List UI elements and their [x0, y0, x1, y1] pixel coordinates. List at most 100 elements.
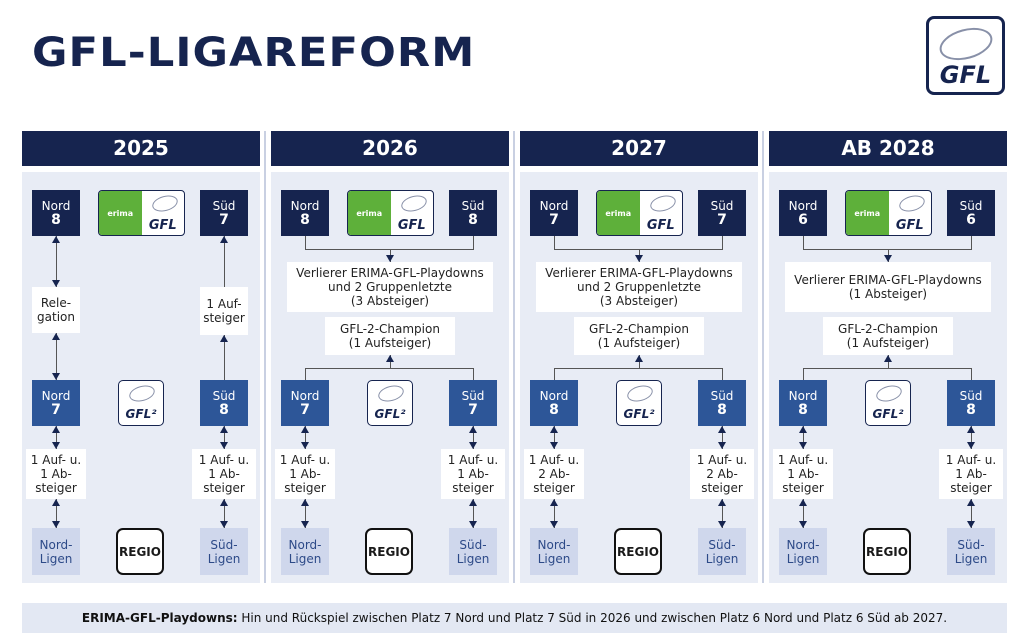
nord-ligen-box-text: Nord- Ligen: [39, 537, 73, 566]
footer-note: ERIMA-GFL-Playdowns: Hin und Rückspiel z…: [22, 603, 1007, 633]
connector-line: [803, 249, 972, 250]
team-count: 7: [51, 402, 61, 418]
connector-line: [554, 499, 555, 528]
exchange-box-nord-text: 1 Auf- u. 1 Ab- steiger: [30, 453, 82, 495]
connector-line: [305, 499, 306, 528]
erima-logo: erima: [597, 191, 640, 235]
relegation-info-box-text: Verlierer ERIMA-GFL-Playdowns und 2 Grup…: [296, 266, 484, 308]
promotion-box-text: 1 Auf- steiger: [203, 297, 245, 325]
regio-box-text: REGIO: [368, 544, 410, 559]
season-header: 2027: [520, 131, 758, 166]
regio-box: REGIO: [365, 528, 413, 575]
regio-box: REGIO: [116, 528, 164, 575]
arrow-down-icon: [967, 442, 975, 449]
gfl2-logo: GFL²: [616, 380, 662, 426]
connector-line: [56, 499, 57, 528]
team-label: Süd: [710, 199, 734, 213]
arrow-down-icon: [52, 280, 60, 287]
nord-ligen-box-text: Nord- Ligen: [537, 537, 571, 566]
arrow-up-icon: [718, 426, 726, 433]
exchange-box-nord-text: 1 Auf- u. 2 Ab- steiger: [528, 453, 580, 495]
connector-line: [971, 499, 972, 528]
connector-line: [473, 236, 474, 249]
arrow-down-icon: [799, 521, 807, 528]
team-count: 8: [966, 402, 976, 418]
relegation-info-box: Verlierer ERIMA-GFL-Playdowns und 2 Grup…: [536, 262, 742, 312]
regio-box-text: REGIO: [866, 544, 908, 559]
column-divider: [513, 131, 515, 583]
team-count: 7: [468, 402, 478, 418]
connector-line: [473, 426, 474, 449]
arrow-down-icon: [884, 255, 892, 262]
connector-line: [473, 499, 474, 528]
arrow-down-icon: [52, 521, 60, 528]
connector-line: [554, 236, 555, 249]
gfl-logo: GFL: [926, 16, 1005, 95]
connector-line: [554, 426, 555, 449]
season-header: AB 2028: [769, 131, 1007, 166]
team-count: 8: [219, 402, 229, 418]
nord-ligen-box: Nord- Ligen: [32, 528, 80, 575]
team-count: 7: [300, 402, 310, 418]
erima-logo: erima: [348, 191, 391, 235]
regio-box: REGIO: [614, 528, 662, 575]
arrow-down-icon: [550, 521, 558, 528]
page-title: GFL-LIGAREFORM: [32, 30, 476, 76]
connector-line: [722, 499, 723, 528]
arrow-down-icon: [469, 442, 477, 449]
sued-ligen-box-text: Süd- Ligen: [207, 537, 241, 566]
relegation-info-box: Verlierer ERIMA-GFL-Playdowns (1 Absteig…: [785, 262, 991, 312]
gfl2-logo: GFL²: [367, 380, 413, 426]
team-label: Nord: [788, 199, 818, 213]
arrow-up-icon: [799, 426, 807, 433]
connector-line: [305, 368, 474, 369]
arrow-up-icon: [799, 499, 807, 506]
arrow-up-icon: [220, 335, 228, 342]
arrow-down-icon: [469, 521, 477, 528]
nord-ligen-box-text: Nord- Ligen: [288, 537, 322, 566]
exchange-box-nord: 1 Auf- u. 1 Ab- steiger: [275, 449, 335, 499]
arrow-up-icon: [301, 499, 309, 506]
arrow-down-icon: [635, 255, 643, 262]
regio-box-text: REGIO: [119, 544, 161, 559]
arrow-up-icon: [884, 355, 892, 362]
connector-line: [224, 426, 225, 449]
exchange-box-sued: 1 Auf- u. 1 Ab- steiger: [441, 449, 505, 499]
connector-line: [305, 426, 306, 449]
arrow-down-icon: [301, 442, 309, 449]
arrow-down-icon: [220, 442, 228, 449]
team-count: 8: [51, 212, 61, 228]
connector-line: [803, 368, 804, 380]
team-count: 7: [549, 212, 559, 228]
nord-ligen-box: Nord- Ligen: [779, 528, 827, 575]
gfl2-champion-box: GFL-2-Champion (1 Aufsteiger): [325, 317, 455, 355]
team-count: 7: [219, 212, 229, 228]
exchange-box-sued-text: 1 Auf- u. 1 Ab- steiger: [945, 453, 997, 495]
sued-ligen-box: Süd- Ligen: [449, 528, 497, 575]
arrow-down-icon: [718, 521, 726, 528]
team-count: 6: [798, 212, 808, 228]
footer-text: Hin und Rückspiel zwischen Platz 7 Nord …: [237, 611, 948, 625]
connector-line: [554, 368, 723, 369]
promotion-box: 1 Auf- steiger: [200, 287, 248, 335]
connector-line: [56, 236, 57, 287]
footer-bold: ERIMA-GFL-Playdowns:: [81, 611, 238, 625]
connector-line: [971, 236, 972, 249]
arrow-up-icon: [52, 499, 60, 506]
team-count: 7: [717, 212, 727, 228]
sued-ligen-box: Süd- Ligen: [947, 528, 995, 575]
sued-ligen-box: Süd- Ligen: [200, 528, 248, 575]
exchange-box-sued: 1 Auf- u. 1 Ab- steiger: [192, 449, 256, 499]
